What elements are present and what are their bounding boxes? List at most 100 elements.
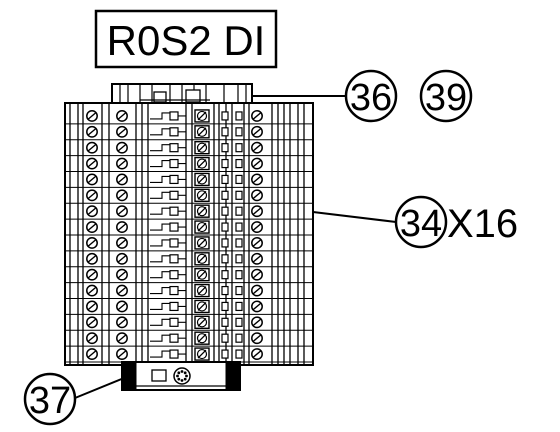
contact-square [169, 349, 179, 359]
screw-slot [252, 286, 262, 295]
contact-square [169, 238, 179, 248]
screw-slot [252, 255, 262, 263]
diode-ring [196, 110, 208, 122]
diode-bar [197, 190, 207, 200]
screw-slot [252, 239, 262, 247]
screw-slot [117, 334, 127, 342]
screw-slot [87, 318, 97, 327]
contact-square [169, 111, 179, 121]
contact-square [235, 190, 243, 200]
screw-slot [252, 270, 262, 279]
wire-trace [150, 160, 170, 168]
bottom-base [121, 361, 241, 391]
wire-trace [150, 302, 170, 310]
contact-square [169, 317, 179, 327]
terminal-block-assembly [64, 83, 314, 391]
bottom-foot-right [225, 361, 241, 391]
screw-slot [252, 350, 262, 358]
contact-square [235, 317, 243, 327]
screw-slot [117, 302, 127, 311]
terminal-row [65, 252, 313, 268]
callout-36: 36 [344, 69, 398, 123]
contact-square [169, 285, 179, 296]
diode-bar [197, 127, 207, 137]
contact-square [235, 111, 243, 121]
screw-slot [117, 286, 127, 295]
wire-trace [150, 191, 170, 199]
screw-slot [87, 270, 97, 279]
diode-bar [197, 317, 207, 327]
screw-slot [252, 112, 262, 120]
contact-square [169, 190, 179, 200]
callout-34-number: 34 [400, 203, 442, 245]
contact-square [221, 238, 229, 248]
bottom-gear-tooth [183, 377, 187, 381]
terminal-row [65, 267, 313, 284]
diode-ring [196, 301, 208, 312]
screw-slot [117, 207, 127, 215]
screw-slot [87, 255, 97, 263]
contact-square [169, 301, 179, 312]
callout-36-circle [344, 69, 398, 123]
diode-bar [197, 238, 207, 248]
diode-ring [196, 285, 208, 296]
screw-slot [117, 239, 127, 247]
terminal-rows [65, 109, 313, 363]
contact-square [221, 143, 229, 153]
bottom-gear-tooth [177, 371, 181, 375]
terminal-row [65, 315, 313, 331]
screw-slot [252, 207, 262, 215]
screw-slot [117, 159, 127, 168]
screw-slot [87, 159, 97, 168]
bottom-latch [151, 369, 167, 382]
contact-square [221, 158, 229, 169]
diode-ring [196, 333, 208, 344]
contact-square [235, 143, 243, 153]
screw-slot [87, 191, 97, 200]
contact-square [169, 127, 179, 137]
bottom-gear-tooth [177, 377, 181, 381]
screw-slot [87, 239, 97, 247]
screw-slot [252, 318, 262, 327]
callout-34: 34 X16 [394, 195, 518, 249]
contact-square [221, 127, 229, 137]
screw-slot [117, 112, 127, 120]
wire-trace [150, 223, 170, 231]
screw-slot [117, 270, 127, 279]
contact-square [221, 301, 229, 312]
callout-34-quantity: X16 [447, 202, 518, 246]
terminal-row [65, 283, 313, 300]
diode-ring [196, 126, 208, 137]
terminal-row [65, 204, 313, 220]
wire-trace [150, 350, 170, 358]
bottom-gear-tooth [183, 371, 187, 375]
diode-bar [197, 159, 207, 169]
screw-slot [117, 223, 127, 231]
wire-trace [150, 112, 170, 120]
screw-slot [252, 159, 262, 168]
wire-trace [150, 287, 170, 295]
wire-trace [150, 271, 170, 279]
terminal-row [65, 236, 313, 252]
screw-slot [87, 175, 97, 184]
screw-slot [117, 143, 127, 152]
terminal-row [65, 172, 313, 188]
screw-slot [87, 112, 97, 120]
contact-square [221, 349, 229, 359]
wire-trace [150, 207, 170, 215]
wire-trace [150, 334, 170, 342]
callout-34-circle [394, 195, 448, 249]
screw-slot [252, 128, 262, 136]
screw-slot [252, 223, 262, 231]
diode-ring [196, 237, 208, 249]
screw-slot [87, 302, 97, 311]
leader-line-37 [74, 377, 125, 399]
contact-square [235, 158, 243, 169]
terminal-row [65, 140, 313, 157]
terminal-row [65, 125, 313, 141]
diode-bar [197, 143, 207, 153]
screw-slot [117, 318, 127, 327]
callout-39-circle [419, 69, 473, 123]
contact-square [169, 254, 179, 264]
screw-slot [87, 334, 97, 342]
